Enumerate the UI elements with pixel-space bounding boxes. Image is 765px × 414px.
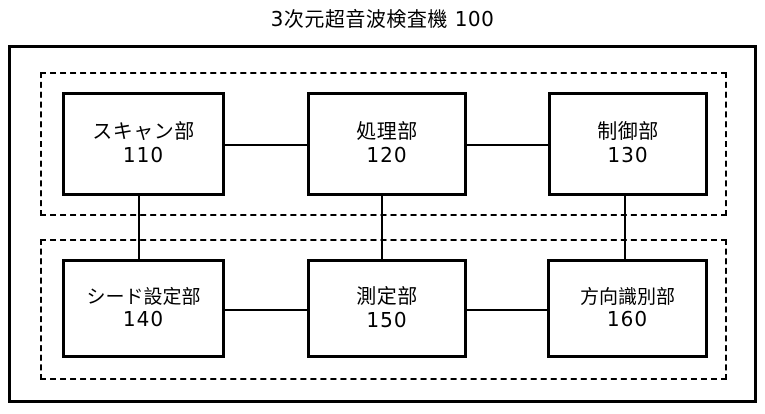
node-measurement-unit-number: 150 <box>366 307 408 332</box>
node-measurement-unit[interactable]: 測定部 150 <box>307 259 467 358</box>
node-scan-unit[interactable]: スキャン部 110 <box>62 92 225 196</box>
node-direction-identification-unit[interactable]: 方向識別部 160 <box>547 259 708 358</box>
connector-scan-to-process <box>224 144 308 146</box>
node-direction-identification-unit-label: 方向識別部 <box>579 285 675 308</box>
connector-control-to-direction <box>624 194 626 261</box>
node-scan-unit-label: スキャン部 <box>92 119 195 144</box>
node-control-unit-label: 制御部 <box>597 119 659 144</box>
node-processing-unit-number: 120 <box>366 143 408 167</box>
node-seed-setting-unit-number: 140 <box>122 306 165 331</box>
connector-seed-to-measure <box>224 309 308 311</box>
node-control-unit[interactable]: 制御部 130 <box>548 92 708 196</box>
node-direction-identification-unit-number: 160 <box>606 306 649 331</box>
node-processing-unit[interactable]: 処理部 120 <box>307 92 467 196</box>
group-box-upper <box>40 72 727 216</box>
node-processing-unit-label: 処理部 <box>356 119 418 144</box>
connector-scan-to-seed <box>138 194 140 261</box>
node-seed-setting-unit[interactable]: シード設定部 140 <box>62 259 225 358</box>
node-control-unit-number: 130 <box>607 143 649 167</box>
group-box-lower <box>40 239 727 380</box>
node-scan-unit-number: 110 <box>122 143 165 167</box>
connector-process-to-control <box>466 144 549 146</box>
connector-measure-to-direction <box>466 309 548 311</box>
connector-process-to-measure <box>381 194 383 261</box>
figure-title: 3次元超音波検査機 100 <box>270 7 495 31</box>
node-seed-setting-unit-label: シード設定部 <box>86 285 201 308</box>
node-measurement-unit-label: 測定部 <box>356 283 418 308</box>
